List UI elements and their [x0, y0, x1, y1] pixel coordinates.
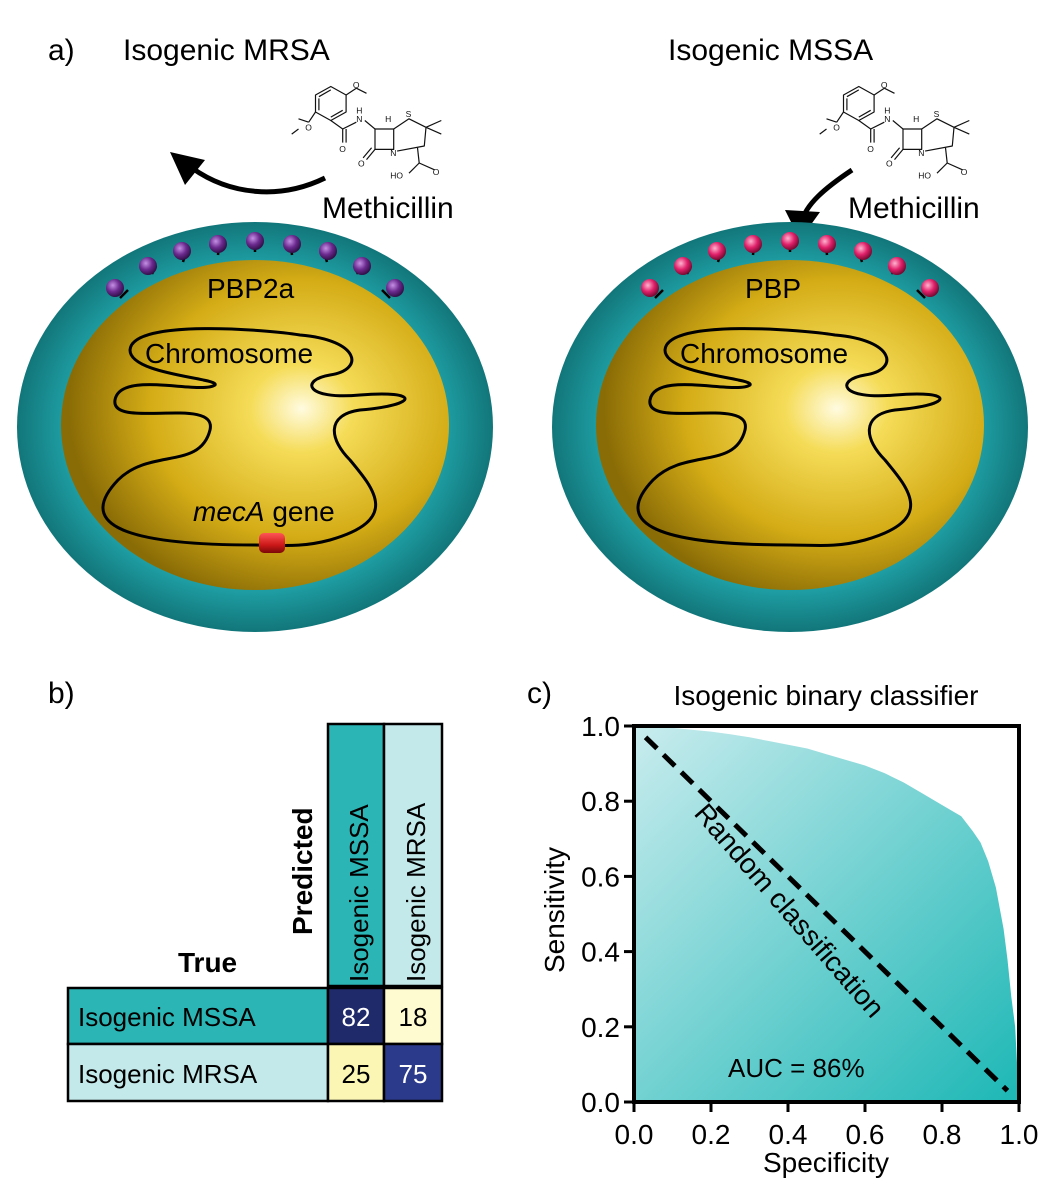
pbp-protein-icon [818, 235, 836, 253]
panel-c-label: c) [527, 677, 552, 710]
pbp-protein-icon [781, 232, 799, 250]
y-tick-label: 0.4 [581, 937, 620, 968]
predicted-mssa-header-cell [326, 722, 386, 988]
pbp2a-protein-icon [283, 235, 301, 253]
y-tick-label: 1.0 [581, 711, 620, 742]
arrowhead-icon [170, 152, 205, 185]
true-row-label-mrsa: Isogenic MRSA [78, 1059, 258, 1089]
y-tick-label: 0.8 [581, 786, 620, 817]
pbp2a-protein-icon [209, 235, 227, 253]
pbp2a-protein-icon [173, 242, 191, 260]
mssa-cell: Isogenic MSSA Methicillin [552, 34, 1028, 632]
mrsa-cell: Isogenic MRSA Methicillin [17, 34, 493, 632]
meca-gene-icon [259, 533, 285, 553]
methicillin-molecule-icon [291, 79, 442, 180]
predicted-mrsa-header-cell [382, 722, 444, 988]
pbp-label: PBP [745, 273, 801, 304]
x-tick-label: 0.8 [923, 1119, 962, 1150]
pbp2a-protein-icon [139, 257, 157, 275]
true-row-label-mssa: Isogenic MSSA [78, 1002, 256, 1032]
pbp-protein-icon [674, 257, 692, 275]
y-axis-label: Sensitivity [539, 847, 570, 973]
deflected-arrow [190, 165, 327, 195]
matrix-value: 82 [342, 1002, 371, 1032]
matrix-value: 75 [399, 1059, 428, 1089]
pbp-protein-icon [708, 242, 726, 260]
pbp2a-label: PBP2a [207, 273, 295, 304]
pbp-protein-icon [921, 279, 939, 297]
mssa-drug-label: Methicillin [848, 192, 980, 225]
predicted-col-label-mrsa: Isogenic MRSA [401, 802, 431, 982]
panel-a: a) Isogenic MRSA Methicillin [17, 34, 1028, 632]
pbp-proteins [641, 232, 939, 299]
auc-annotation: AUC = 86% [728, 1053, 865, 1083]
x-tick-label: 1.0 [1000, 1119, 1039, 1150]
chromosome-loop [636, 327, 942, 548]
pbp2a-protein-icon [386, 279, 404, 297]
matrix-value: 18 [399, 1002, 428, 1032]
mrsa-title: Isogenic MRSA [123, 34, 330, 67]
true-axis-label: True [178, 947, 237, 978]
panel-b: b) Isogenic MSSA Isogenic MRSA Predicted… [48, 677, 444, 1103]
methicillin-molecule-icon [819, 79, 970, 180]
chart-title: Isogenic binary classifier [673, 680, 978, 711]
panel-c: c) Isogenic binary classifier 0.00.00.20… [527, 677, 1038, 1178]
mssa-title: Isogenic MSSA [668, 34, 873, 67]
pbp2a-proteins [106, 232, 404, 299]
x-tick-label: 0.2 [692, 1119, 731, 1150]
mrsa-chromosome-label: Chromosome [145, 338, 313, 369]
panel-a-label: a) [48, 34, 75, 67]
x-tick-label: 0.6 [846, 1119, 885, 1150]
pbp-protein-icon [854, 242, 872, 260]
pbp-protein-icon [641, 279, 659, 297]
x-tick-label: 0.0 [615, 1119, 654, 1150]
panel-b-label: b) [48, 677, 75, 710]
pbp2a-protein-icon [353, 257, 371, 275]
pbp-protein-icon [744, 235, 762, 253]
mrsa-drug-label: Methicillin [322, 192, 454, 225]
random-diagonal-line [643, 735, 1010, 1093]
matrix-cell-mssa-mrsa [382, 986, 444, 1046]
pbp-protein-icon [888, 257, 906, 275]
pbp2a-protein-icon [246, 232, 264, 250]
chromosome-loop [101, 327, 407, 548]
predicted-col-label-mssa: Isogenic MSSA [344, 804, 374, 982]
y-tick-label: 0.6 [581, 861, 620, 892]
x-axis-label: Specificity [763, 1147, 889, 1178]
matrix-value: 25 [342, 1059, 371, 1089]
pbp2a-protein-icon [319, 242, 337, 260]
cytoplasm [596, 260, 984, 590]
y-tick-label: 0.0 [581, 1087, 620, 1118]
y-tick-label: 0.2 [581, 1012, 620, 1043]
meca-gene-label: mecA gene [193, 496, 335, 527]
x-tick-label: 0.4 [769, 1119, 808, 1150]
mssa-chromosome-label: Chromosome [680, 338, 848, 369]
pbp2a-protein-icon [106, 279, 124, 297]
true-mrsa-header-cell [66, 1042, 330, 1103]
roc-plot: 0.00.0 0.2 0.2 0.4 0.4 0.6 0.6 0.8 0.8 1.0 1.0 [581, 711, 1038, 1150]
matrix-cell-mrsa-mrsa [382, 1042, 444, 1103]
predicted-axis-label: Predicted [287, 807, 318, 935]
matrix-cell-mrsa-mssa [326, 1042, 386, 1103]
plot-frame [632, 724, 1021, 1104]
cytoplasm [61, 260, 449, 590]
